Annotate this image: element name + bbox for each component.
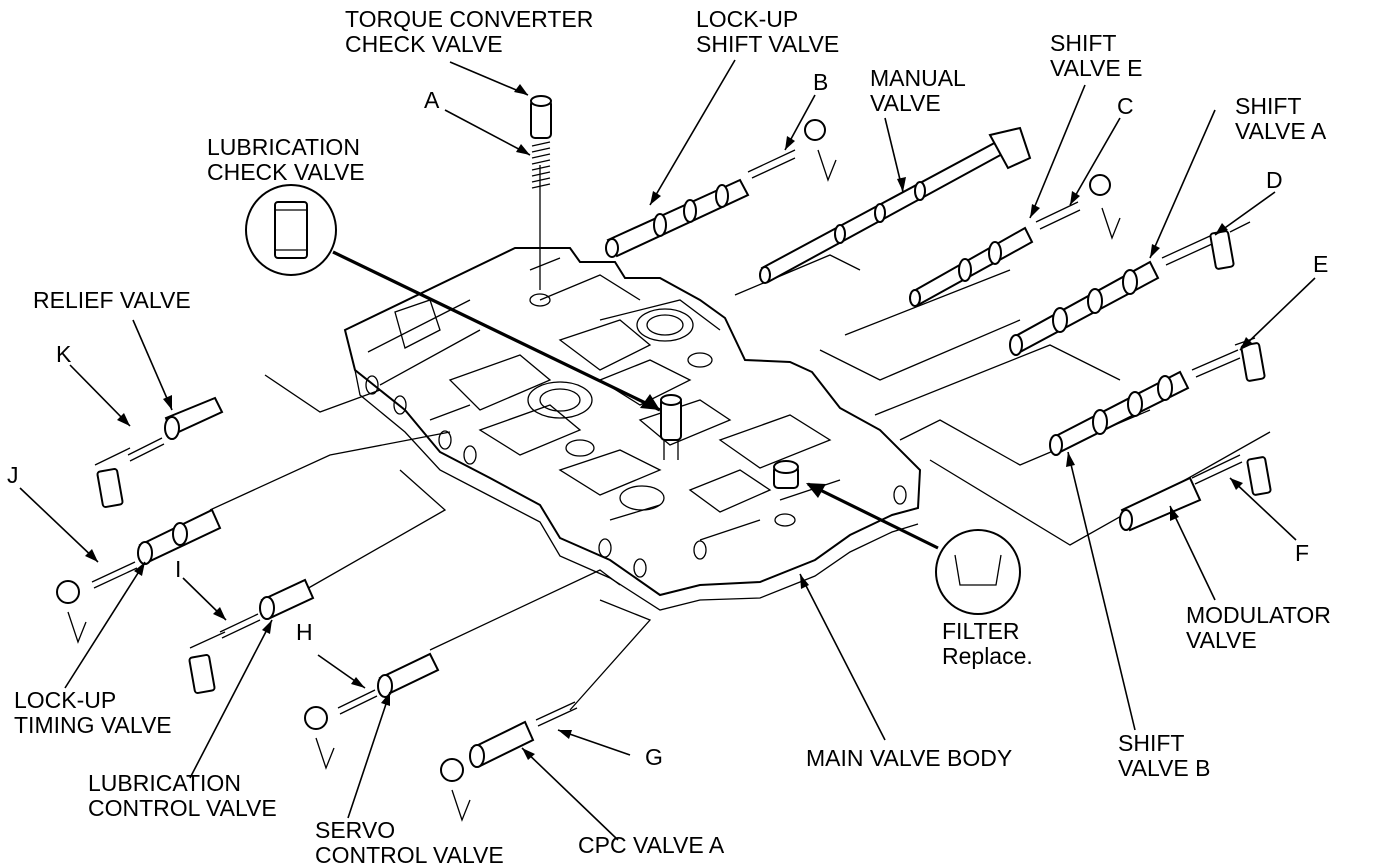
label-line: CONTROL VALVE (315, 842, 504, 868)
label-line: SERVO (315, 817, 396, 843)
label-line: Replace. (942, 643, 1033, 669)
label-line: LUBRICATION (88, 770, 241, 796)
callout-c: C (1117, 93, 1134, 119)
label-line: CHECK VALVE (345, 31, 503, 57)
label-lubrication-check-valve: LUBRICATION CHECK VALVE (207, 135, 365, 185)
label-line: SHIFT VALVE (696, 31, 840, 57)
label-line: VALVE E (1050, 55, 1143, 81)
callout-b: B (813, 69, 829, 95)
label-line: TORQUE CONVERTER (345, 6, 594, 32)
label-line: CONTROL VALVE (88, 795, 277, 821)
callout-i: I (175, 556, 182, 582)
label-lockup-timing-valve: LOCK-UP TIMING VALVE (14, 688, 172, 738)
shift-valve-b-drawing (1049, 342, 1266, 456)
label-lubrication-control-valve: LUBRICATION CONTROL VALVE (88, 771, 277, 821)
shift-valve-a-drawing (1009, 230, 1235, 356)
callout-a: A (424, 87, 440, 113)
label-line: LUBRICATION (207, 134, 360, 160)
main-valve-body-drawing (343, 247, 922, 611)
label-line: LOCK-UP (14, 687, 117, 713)
torque-converter-check-valve-drawing (530, 95, 552, 189)
label-manual-valve: MANUAL VALVE (870, 66, 966, 116)
cpc-valve-a-drawing (440, 701, 578, 782)
label-shift-valve-a: SHIFT VALVE A (1235, 94, 1326, 144)
label-line: VALVE B (1118, 755, 1211, 781)
label-shift-valve-b: SHIFT VALVE B (1118, 731, 1210, 781)
lockup-timing-valve-drawing (56, 508, 222, 604)
label-main-valve-body: MAIN VALVE BODY (806, 745, 1013, 771)
label-torque-converter-check-valve: TORQUE CONVERTER CHECK VALVE (345, 7, 593, 57)
leader-lines (19, 59, 1316, 841)
shift-valve-e-drawing (909, 174, 1111, 307)
callout-j: J (7, 462, 19, 488)
label-line: VALVE (1186, 627, 1257, 653)
label-cpc-valve-a: CPC VALVE A (578, 832, 725, 858)
label-line: TIMING VALVE (14, 712, 172, 738)
label-line: FILTER (942, 618, 1020, 644)
label-relief-valve: RELIEF VALVE (33, 287, 191, 313)
label-line: VALVE A (1235, 118, 1327, 144)
callout-g: G (645, 744, 663, 770)
clip-icons (67, 149, 1121, 822)
relief-valve-drawing (96, 396, 224, 508)
lubrication-control-valve-drawing (188, 578, 315, 694)
callout-f: F (1295, 540, 1310, 566)
lubrication-check-valve-detail (245, 184, 661, 412)
modulator-valve-drawing (1119, 454, 1272, 532)
label-line: MODULATOR (1186, 602, 1331, 628)
label-line: LOCK-UP (696, 6, 799, 32)
label-lockup-shift-valve: LOCK-UP SHIFT VALVE (696, 7, 839, 57)
label-filter: FILTER Replace. (942, 619, 1033, 669)
label-servo-control-valve: SERVO CONTROL VALVE (315, 818, 504, 868)
label-line: SHIFT (1050, 30, 1117, 56)
callout-d: D (1266, 167, 1283, 193)
filter-detail (806, 482, 1021, 615)
label-line: SHIFT (1235, 93, 1302, 119)
label-line: VALVE (870, 90, 941, 116)
callout-h: H (296, 619, 313, 645)
label-line: CHECK VALVE (207, 159, 365, 185)
label-shift-valve-e: SHIFT VALVE E (1050, 31, 1142, 81)
callout-k: K (56, 341, 72, 367)
label-line: SHIFT (1118, 730, 1185, 756)
callout-e: E (1313, 251, 1329, 277)
lockup-shift-valve-drawing (605, 119, 826, 258)
label-modulator-valve: MODULATOR VALVE (1186, 603, 1331, 653)
label-line: MANUAL (870, 65, 966, 91)
manual-valve-drawing (759, 126, 1032, 284)
servo-control-valve-drawing (304, 652, 440, 730)
